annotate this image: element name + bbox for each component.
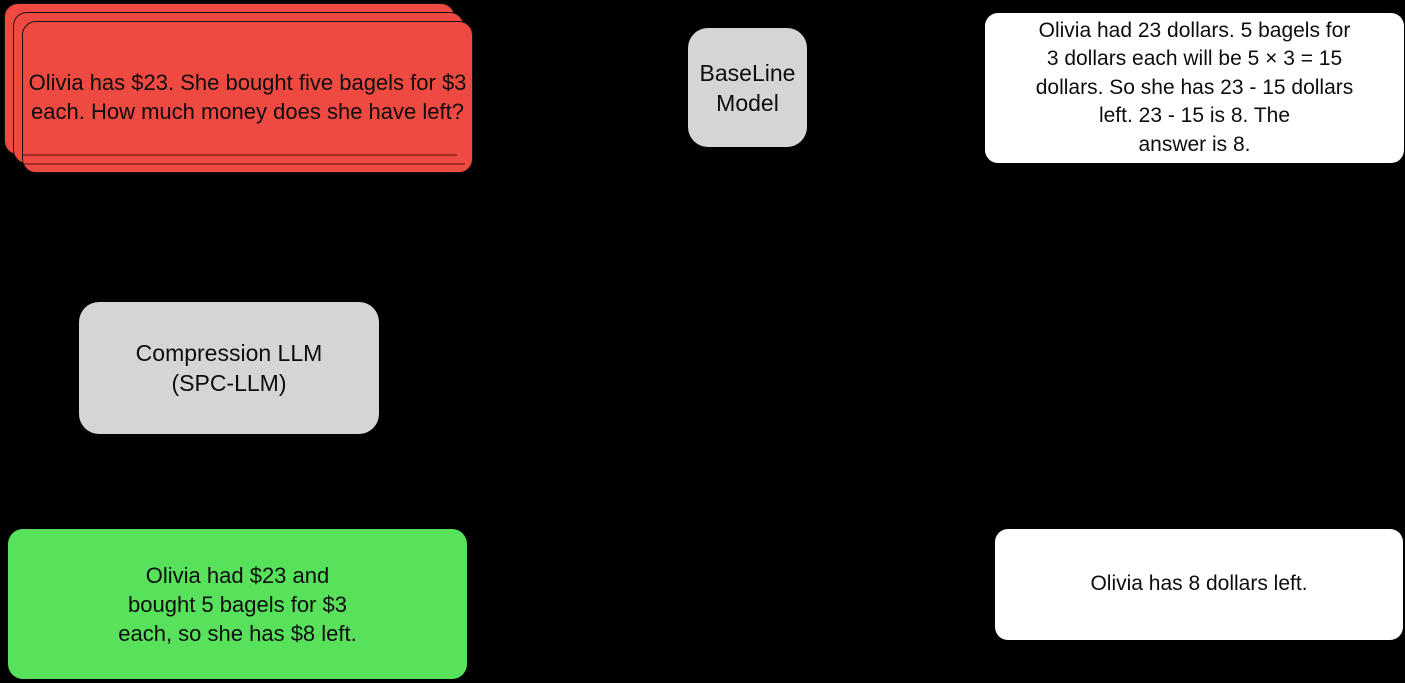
input-prompt-text: Olivia has $23. She bought five bagels f… (28, 70, 467, 124)
card-stack-edge (23, 154, 457, 156)
baseline-output-text: Olivia had 23 dollars. 5 bagels for 3 do… (1035, 18, 1354, 156)
compressed-output-node: Olivia has 8 dollars left. (995, 529, 1403, 640)
compressed-output-text: Olivia has 8 dollars left. (1090, 572, 1308, 596)
card-stack-edge (23, 163, 465, 165)
baseline-output-node: Olivia had 23 dollars. 5 bagels for 3 do… (985, 13, 1404, 163)
compression-llm-node: Compression LLM (SPC-LLM) (79, 302, 379, 434)
baseline-model-node: BaseLine Model (688, 28, 807, 147)
baseline-model-label: BaseLine Model (699, 59, 796, 116)
compressed-prompt-text: Olivia had $23 and bought 5 bagels for $… (118, 562, 357, 646)
input-prompt-card: Olivia has $23. She bought five bagels f… (22, 21, 473, 173)
compressed-prompt-node: Olivia had $23 and bought 5 bagels for $… (8, 529, 467, 679)
compression-llm-label: Compression LLM (SPC-LLM) (135, 340, 323, 396)
